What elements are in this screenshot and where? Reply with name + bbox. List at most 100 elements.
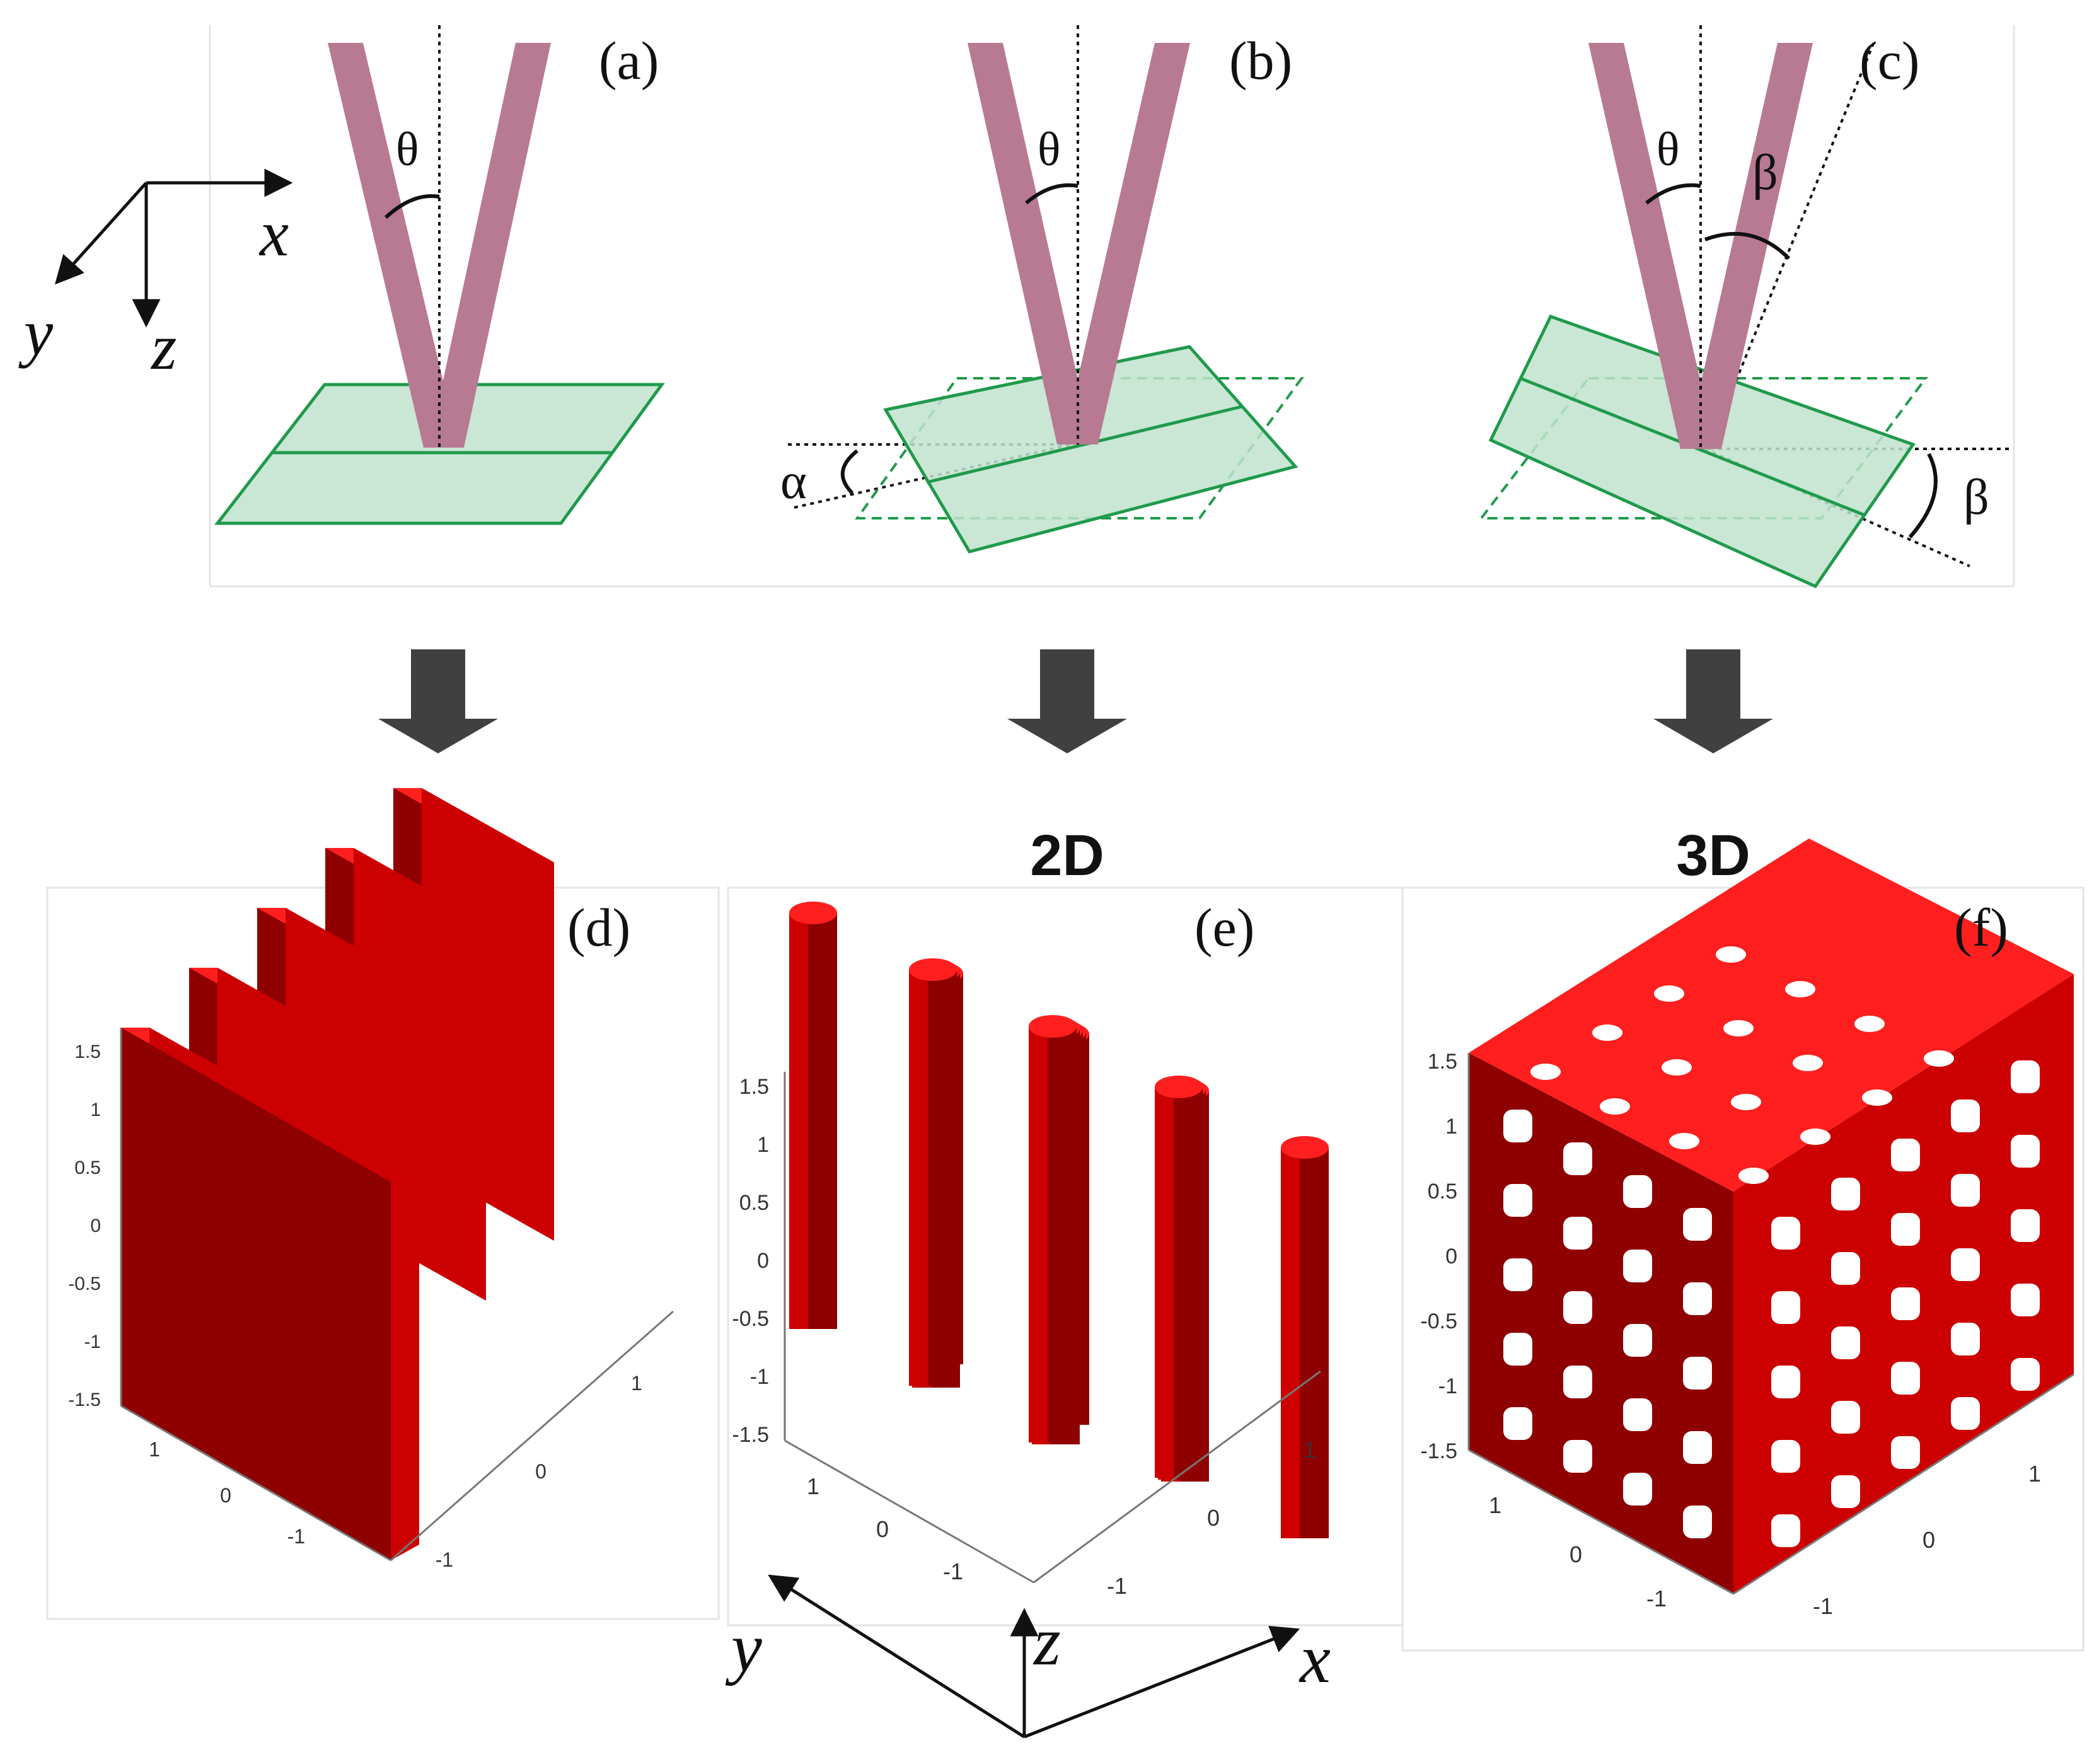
tick-label: 1 [149, 1438, 160, 1461]
tick-label: 0 [1207, 1505, 1220, 1531]
lattice-hole [1623, 1324, 1652, 1357]
lattice-hole [1623, 1473, 1652, 1506]
rod [789, 902, 837, 1329]
panel-a: θ (a) [214, 25, 665, 525]
lattice-hole [1771, 1291, 1800, 1324]
beta-label-top-c: β [1752, 145, 1778, 200]
lattice-cube [1469, 838, 2074, 1594]
axis-y-label-top: y [18, 296, 54, 369]
lattice-hole [2011, 1060, 2040, 1093]
tick-label: 0 [1923, 1527, 1935, 1553]
beam-b-left [968, 43, 1092, 444]
tick-label: -1 [1646, 1586, 1667, 1611]
lattice-hole [1831, 1178, 1860, 1210]
panel-b: θ α (b) [780, 25, 1304, 554]
tick-label: 0 [1570, 1541, 1582, 1567]
slab-front-edge [391, 1166, 419, 1560]
alpha-arc-b [840, 449, 859, 495]
tick-labels-d: 1.510.50-0.5-1-1.510-1-101 [68, 1042, 642, 1571]
lattice-hole [1723, 1020, 1754, 1036]
tick-label: -1 [750, 1365, 769, 1389]
axis-frame-e [784, 1072, 1321, 1584]
lattice-hole [1563, 1291, 1592, 1324]
tick-label: 1 [1304, 1437, 1316, 1463]
tick-label: 1 [90, 1100, 101, 1120]
tick-label: -1 [436, 1548, 453, 1571]
down-arrow-2d [1007, 649, 1127, 753]
lattice-hole [1771, 1366, 1800, 1398]
panel-label-a: (a) [599, 30, 659, 91]
tick-labels-f: 1.510.50-0.5-1-1.510-1-101 [1420, 1050, 2041, 1619]
lattice-hole [1924, 1050, 1954, 1067]
panel-label-b: (b) [1229, 30, 1292, 91]
tick-label: -1 [1107, 1573, 1127, 1599]
lattice-hole [1831, 1401, 1860, 1434]
rod-array [789, 902, 1329, 1538]
beta-arc-side-c [1908, 453, 1938, 538]
tick-label: -0.5 [732, 1307, 769, 1331]
tick-labels-e: 1.510.50-0.5-1-1.510-1-101 [732, 1075, 1316, 1599]
tick-label: -1.5 [732, 1423, 769, 1447]
axis-x-label-bottom: x [1298, 1620, 1331, 1697]
axis-frame-f [1467, 1053, 2074, 1595]
lattice-hole [2011, 1358, 2040, 1391]
lattice-hole [2011, 1284, 2040, 1316]
lattice-hole [1530, 1064, 1561, 1080]
lattice-hole [1862, 1089, 1892, 1106]
rod [1281, 1136, 1329, 1538]
title-3d: 3D [1676, 823, 1750, 888]
axis-frame-d [120, 1028, 674, 1562]
lattice-hole [1951, 1248, 1980, 1281]
beam-c-left [1588, 43, 1716, 449]
tick-label: -1 [287, 1525, 305, 1548]
tick-label: 0.5 [74, 1158, 101, 1178]
lattice-hole [2011, 1209, 2040, 1242]
axes-bottom [768, 1574, 1300, 1739]
theta-label-c: θ [1657, 123, 1679, 176]
tick-label: -1.5 [68, 1390, 101, 1410]
lattice-hole [1662, 1059, 1692, 1076]
tick-label: 1 [631, 1372, 642, 1395]
lattice-hole [1951, 1323, 1980, 1355]
tick-label: 0.5 [739, 1191, 769, 1215]
lattice-hole [1771, 1514, 1800, 1547]
lattice-hole [1503, 1333, 1532, 1366]
axis-z-label-top: z [150, 311, 176, 383]
axis-y-label-bottom: y [725, 1609, 762, 1686]
lattice-hole [1623, 1175, 1652, 1208]
tick-label: 0.5 [1428, 1180, 1457, 1204]
tick-label: -0.5 [1420, 1309, 1457, 1333]
tick-label: 1 [807, 1473, 819, 1499]
lattice-hole [1683, 1357, 1712, 1390]
axes-top [54, 168, 293, 328]
tick-label: 1 [757, 1133, 769, 1157]
theta-arc-c [1645, 183, 1701, 205]
lattice-hole [2011, 1135, 2040, 1168]
lattice-hole [1785, 981, 1815, 997]
lattice-hole [1563, 1440, 1592, 1473]
theta-arc-b [1025, 183, 1078, 205]
tick-label: 0 [90, 1216, 101, 1236]
lattice-structure [1469, 838, 2074, 1594]
lattice-hole [1831, 1326, 1860, 1359]
lattice-hole [1683, 1208, 1712, 1241]
tick-label: 0 [757, 1249, 769, 1273]
lattice-hole [1891, 1213, 1920, 1246]
tick-label: 0 [220, 1484, 231, 1507]
tick-label: 1.5 [1428, 1050, 1457, 1074]
tick-label: 0 [535, 1460, 546, 1483]
tick-label: 1 [2028, 1461, 2041, 1487]
lattice-hole [1592, 1024, 1622, 1041]
lattice-hole [1831, 1252, 1860, 1285]
beam-a-left [328, 43, 459, 448]
tick-label: 1 [1489, 1492, 1501, 1518]
lattice-hole [1503, 1258, 1532, 1291]
panel-f: 1.510.50-0.5-1-1.510-1-101 (f) [1420, 838, 2074, 1619]
rod [1029, 1015, 1077, 1442]
rod [909, 958, 957, 1386]
lattice-hole [1683, 1431, 1712, 1464]
lattice-hole [1716, 946, 1746, 963]
lattice-hole [1891, 1139, 1920, 1171]
lattice-hole [1683, 1282, 1712, 1315]
